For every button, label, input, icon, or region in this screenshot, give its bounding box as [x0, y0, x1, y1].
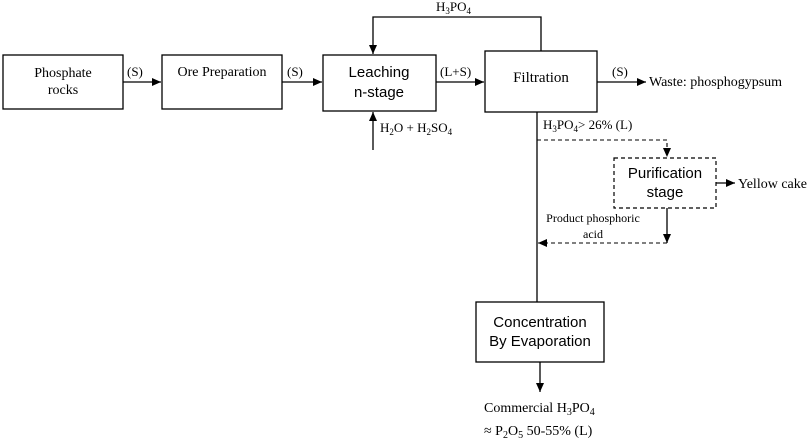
node-concentration-line1: Concentration: [493, 314, 586, 331]
arrow-recycle-h3po4: [369, 16, 542, 54]
node-concentration: Concentration By Evaporation: [475, 301, 605, 363]
label-water-acid: H2O + H2SO4: [380, 120, 453, 137]
label-s1: (S): [127, 64, 143, 79]
arrow-to-purification: [537, 139, 671, 157]
label-commercial: Commercial H3PO4: [484, 401, 595, 418]
node-ore-preparation-label: Ore Preparation: [177, 65, 266, 80]
label-p2o5: ≈ P2O5 50-55% (L): [484, 424, 593, 440]
node-phosphate-rocks: Phosphate rocks: [2, 54, 124, 110]
label-s2: (S): [287, 64, 303, 79]
node-leaching: Leaching n-stage: [322, 54, 437, 112]
node-purification: Purification stage: [613, 157, 717, 209]
node-ore-preparation: Ore Preparation: [161, 54, 283, 110]
label-yellow-cake: Yellow cake: [738, 177, 807, 192]
node-filtration-label: Filtration: [513, 70, 569, 86]
node-purification-line2: stage: [647, 184, 684, 201]
label-waste: Waste: phosphogypsum: [649, 75, 782, 90]
label-product-acid-line1: Product phosphoric: [546, 211, 640, 225]
label-acid-26: H3PO4> 26% (L): [543, 117, 632, 134]
label-s3: (S): [612, 64, 628, 79]
node-phosphate-rocks-line2: rocks: [48, 83, 78, 98]
label-recycle: H3PO4: [436, 0, 472, 16]
node-leaching-line2: n-stage: [354, 84, 404, 101]
label-product-acid-line2: acid: [583, 227, 603, 241]
node-phosphate-rocks-line1: Phosphate: [34, 66, 92, 81]
node-filtration: Filtration: [484, 50, 598, 113]
node-purification-line1: Purification: [628, 165, 702, 182]
node-concentration-line2: By Evaporation: [489, 333, 591, 350]
label-ls: (L+S): [440, 64, 471, 79]
node-leaching-line1: Leaching: [349, 64, 410, 81]
